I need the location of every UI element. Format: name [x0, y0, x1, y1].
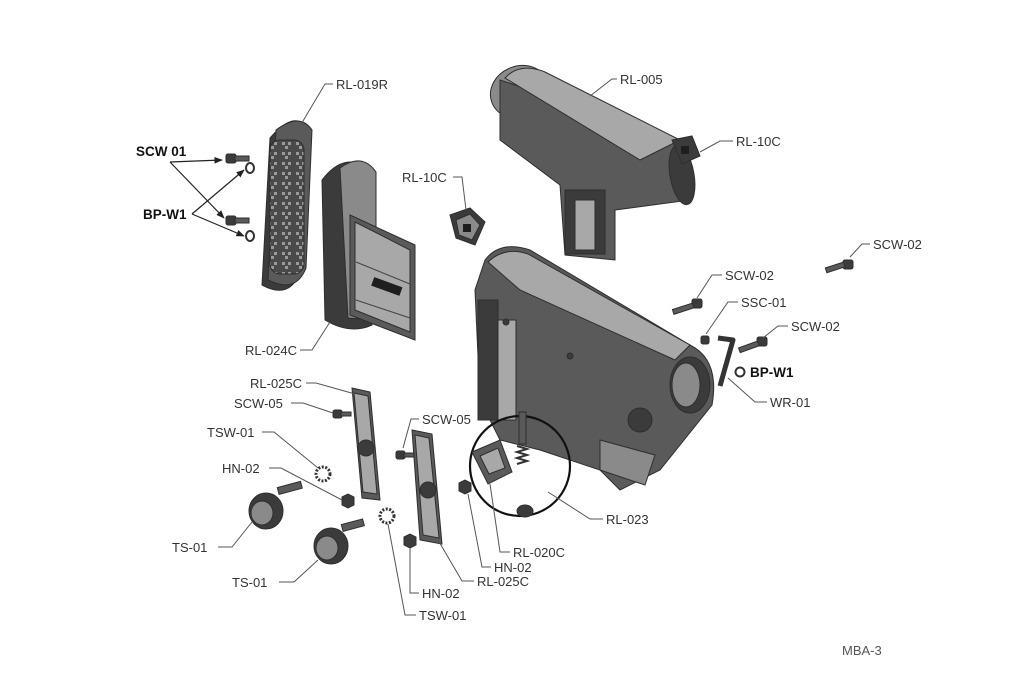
- clip-rl10c-right: [671, 135, 701, 165]
- label-tsw01-left: TSW-01: [207, 425, 254, 440]
- label-hn02-left: HN-02: [222, 461, 260, 476]
- label-hn02-mid: HN-02: [494, 560, 532, 575]
- label-rl020c: RL-020C: [513, 545, 565, 560]
- hex-nut-hn02-mid: [458, 479, 472, 495]
- screw-scw02-low: [737, 336, 768, 354]
- label-ts01-b: TS-01: [232, 575, 267, 590]
- plate-rl024c-part: [321, 160, 416, 341]
- stock-body-part: [474, 246, 715, 491]
- washer-bpw1-upper: [245, 162, 255, 174]
- label-rl025c-bottom: RL-025C: [477, 574, 529, 589]
- label-rl023: RL-023: [606, 512, 649, 527]
- screw-scw02-mid: [671, 298, 703, 315]
- label-hn02-bottom: HN-02: [422, 586, 460, 601]
- tooth-washer-tsw01-left: [314, 465, 332, 483]
- washer-bpw1-lower: [245, 230, 255, 242]
- cheek-riser-rl005-part: [489, 65, 696, 261]
- label-rl019r: RL-019R: [336, 77, 388, 92]
- hex-nut-hn02-bottom: [403, 533, 417, 549]
- thumb-screw-ts01-lower: [313, 518, 365, 565]
- label-scw02-mid: SCW-02: [725, 268, 774, 283]
- callout-arrows: [169, 156, 245, 237]
- screw-scw05-mid: [395, 450, 415, 460]
- label-rl024c: RL-024C: [245, 343, 297, 358]
- label-ts01-a: TS-01: [172, 540, 207, 555]
- clamp-rl025c-top: [351, 387, 381, 501]
- label-rl025c-top: RL-025C: [250, 376, 302, 391]
- label-rl10c-left: RL-10C: [402, 170, 447, 185]
- screw-scw02-far: [824, 259, 854, 274]
- leader-lines: [218, 78, 870, 616]
- screw-scw01-lower: [225, 215, 250, 226]
- latch-pin-part: [513, 411, 534, 518]
- label-scw02-far: SCW-02: [873, 237, 922, 252]
- figure-id: MBA-3: [842, 643, 882, 658]
- label-bpw1-left: BP-W1: [143, 207, 187, 222]
- clip-rl10c-left: [449, 207, 486, 246]
- label-wr01: WR-01: [770, 395, 810, 410]
- washer-bpw1-right: [734, 366, 746, 378]
- hex-nut-hn02-left: [341, 493, 355, 509]
- label-scw05-mid: SCW-05: [422, 412, 471, 427]
- set-screw-ssc01: [700, 335, 710, 345]
- label-scw05-left: SCW-05: [234, 396, 283, 411]
- clamp-rl025c-bottom: [411, 429, 443, 545]
- label-scw01: SCW 01: [136, 144, 187, 159]
- label-rl005: RL-005: [620, 72, 663, 87]
- screw-scw01-upper: [225, 153, 250, 164]
- tooth-washer-tsw01-bottom: [378, 507, 396, 525]
- label-tsw01-bottom: TSW-01: [419, 608, 466, 623]
- label-ssc01: SSC-01: [741, 295, 787, 310]
- label-bpw1-right: BP-W1: [750, 365, 794, 380]
- latch-rl020c-part: [471, 439, 513, 485]
- screw-scw05-left: [332, 409, 352, 419]
- label-rl10c-right: RL-10C: [736, 134, 781, 149]
- wrench-wr01: [717, 335, 736, 387]
- label-scw02-low: SCW-02: [791, 319, 840, 334]
- butt-pad-part: [261, 120, 313, 291]
- thumb-screw-ts01-upper: [248, 480, 303, 530]
